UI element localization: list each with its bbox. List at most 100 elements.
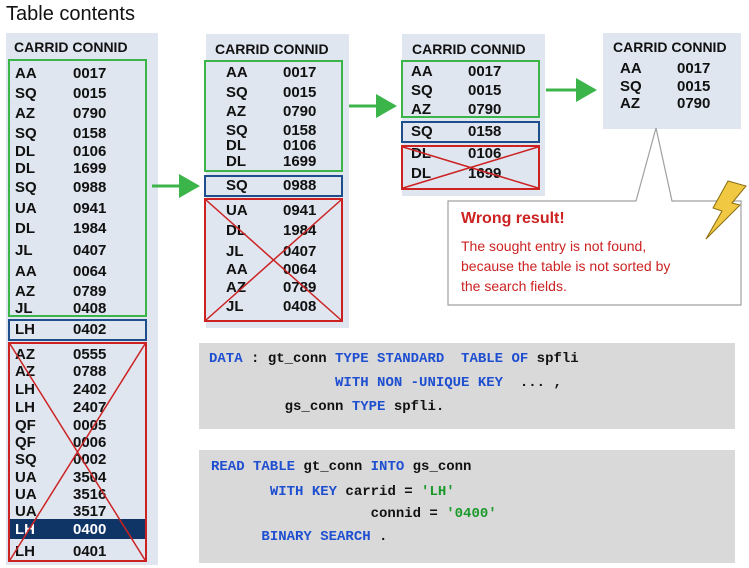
code-keyword: TYPE STANDARD TABLE OF <box>335 351 529 367</box>
connid-cell: 0017 <box>73 65 107 82</box>
code-line: gs_conn TYPE spfli. <box>209 399 445 415</box>
connid-cell: 0408 <box>283 298 317 315</box>
carrid-cell: JL <box>15 242 33 259</box>
carrid-cell: AZ <box>226 103 246 120</box>
connid-cell: 0106 <box>73 143 107 160</box>
connid-cell: 0017 <box>283 64 317 81</box>
connid-cell: 0788 <box>73 363 107 380</box>
cross-out-icon <box>9 343 146 561</box>
connid-cell: 0158 <box>468 123 502 140</box>
wrong-result-title: Wrong result! <box>461 210 565 227</box>
cross-out-icon <box>402 146 539 189</box>
carrid-cell: SQ <box>15 451 37 468</box>
carrid-cell: UA <box>226 202 248 219</box>
table2-panel <box>206 34 349 328</box>
code-keyword: WITH NON -UNIQUE KEY <box>335 375 504 391</box>
carrid-cell: AA <box>15 65 37 82</box>
connid-cell: 3516 <box>73 486 107 503</box>
carrid-cell: QF <box>15 417 36 434</box>
carrid-cell: LH <box>15 399 35 416</box>
carrid-cell: AZ <box>620 95 640 112</box>
code-string: '0400' <box>446 506 497 522</box>
connid-cell: 3504 <box>73 469 107 486</box>
connid-cell: 0015 <box>468 82 502 99</box>
code-keyword: TYPE <box>351 399 386 415</box>
carrid-cell: QF <box>15 434 36 451</box>
connid-cell: 0015 <box>73 85 107 102</box>
table3-rejected-box <box>401 145 540 190</box>
carrid-cell: SQ <box>411 123 433 140</box>
code-text: . <box>370 529 388 545</box>
table4-panel <box>603 33 741 129</box>
connid-cell: 1699 <box>73 160 107 177</box>
table2-header: CARRID CONNID <box>215 41 329 57</box>
carrid-cell: UA <box>15 469 37 486</box>
code-keyword: BINARY SEARCH <box>261 529 371 545</box>
connid-cell: 0408 <box>73 300 107 317</box>
code-line: WITH KEY carrid = 'LH' <box>211 484 455 500</box>
code-block-read-table: READ TABLE gt_conn INTO gs_conn WITH KEY… <box>199 450 735 563</box>
carrid-cell: LH <box>15 381 35 398</box>
carrid-cell: AA <box>620 60 642 77</box>
code-text: spfli <box>528 351 579 367</box>
carrid-cell: JL <box>226 243 244 260</box>
connid-cell: 0005 <box>73 417 107 434</box>
carrid-cell: UA <box>15 200 37 217</box>
carrid-cell: DL <box>15 143 35 160</box>
carrid-cell: AA <box>15 263 37 280</box>
carrid-cell: SQ <box>226 177 248 194</box>
carrid-cell: SQ <box>15 85 37 102</box>
carrid-cell: AA <box>226 261 248 278</box>
carrid-cell: UA <box>15 486 37 503</box>
carrid-cell: DL <box>226 153 246 170</box>
connid-cell: 0402 <box>73 321 107 338</box>
code-text: spfli. <box>385 399 445 415</box>
connid-cell: 0017 <box>677 60 711 77</box>
code-line: BINARY SEARCH . <box>211 529 387 545</box>
code-keyword: DATA <box>209 351 243 367</box>
code-line: READ TABLE gt_conn INTO gs_conn <box>211 459 471 475</box>
connid-cell: 0015 <box>283 84 317 101</box>
code-keyword: WITH KEY <box>269 484 338 500</box>
code-line: WITH NON -UNIQUE KEY ... , <box>209 375 562 391</box>
connid-cell: 0401 <box>73 543 107 560</box>
table2-visited-box <box>204 60 343 172</box>
carrid-cell: LH <box>15 321 35 338</box>
code-text: gt_conn <box>295 459 371 475</box>
table2-rejected-box <box>204 198 343 322</box>
connid-cell: 0106 <box>283 137 317 154</box>
carrid-cell: AZ <box>15 346 35 363</box>
carrid-cell: AZ <box>226 279 246 296</box>
carrid-cell: SQ <box>620 78 642 95</box>
carrid-cell: DL <box>15 220 35 237</box>
carrid-cell: DL <box>411 165 431 182</box>
code-text: gs_conn <box>209 399 352 415</box>
connid-cell: 0790 <box>73 105 107 122</box>
code-string: 'LH' <box>421 484 455 500</box>
table4-header: CARRID CONNID <box>613 39 727 55</box>
connid-cell: 0790 <box>468 101 502 118</box>
connid-cell: 3517 <box>73 503 107 520</box>
carrid-cell: AA <box>411 63 433 80</box>
wrong-result-line-1: The sought entry is not found, <box>461 238 647 254</box>
table3-visited-box <box>401 60 540 118</box>
carrid-cell: SQ <box>15 179 37 196</box>
carrid-cell: LH <box>15 543 35 560</box>
connid-cell: 0158 <box>283 122 317 139</box>
connid-cell: 0017 <box>468 63 502 80</box>
code-line: DATA : gt_conn TYPE STANDARD TABLE OF sp… <box>209 351 579 367</box>
carrid-cell: JL <box>15 300 33 317</box>
code-text: ... , <box>503 375 562 391</box>
code-keyword: READ TABLE <box>211 459 296 475</box>
highlighted-row-background <box>9 519 145 539</box>
carrid-cell: AZ <box>411 101 431 118</box>
table1-panel <box>6 33 158 565</box>
connid-cell: 0941 <box>283 202 317 219</box>
carrid-cell: SQ <box>411 82 433 99</box>
connid-cell: 0064 <box>73 263 107 280</box>
wrong-result-text: The sought entry is not found, because t… <box>461 236 741 296</box>
carrid-cell: DL <box>411 145 431 162</box>
connid-cell: 0002 <box>73 451 107 468</box>
wrong-result-line-3: the search fields. <box>461 278 567 294</box>
